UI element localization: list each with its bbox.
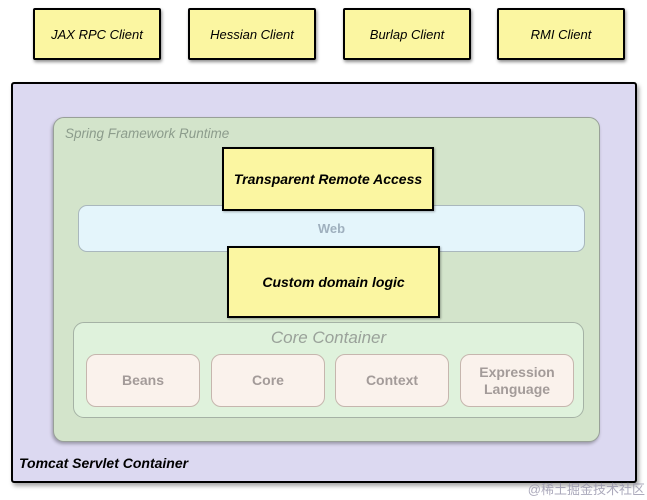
- spring-framework-runtime-label: Spring Framework Runtime: [65, 126, 230, 141]
- module-expression-language: Expression Language: [460, 354, 574, 407]
- transparent-remote-access-box: Transparent Remote Access: [222, 147, 434, 211]
- client-box-jax-rpc: JAX RPC Client: [33, 8, 161, 60]
- module-core: Core: [211, 354, 325, 407]
- core-container-label: Core Container: [270, 328, 387, 347]
- watermark: @稀土掘金技术社区: [527, 482, 645, 497]
- client-box-rmi: RMI Client: [497, 8, 625, 60]
- module-beans: Beans: [86, 354, 200, 407]
- custom-domain-logic-box: Custom domain logic: [227, 246, 440, 318]
- client-box-hessian: Hessian Client: [188, 8, 316, 60]
- client-box-burlap: Burlap Client: [343, 8, 471, 60]
- module-context: Context: [335, 354, 449, 407]
- core-container: Core Container Beans Core Context Expres…: [73, 322, 584, 418]
- tomcat-servlet-container-label: Tomcat Servlet Container: [19, 455, 189, 471]
- web-layer: Web: [78, 205, 585, 252]
